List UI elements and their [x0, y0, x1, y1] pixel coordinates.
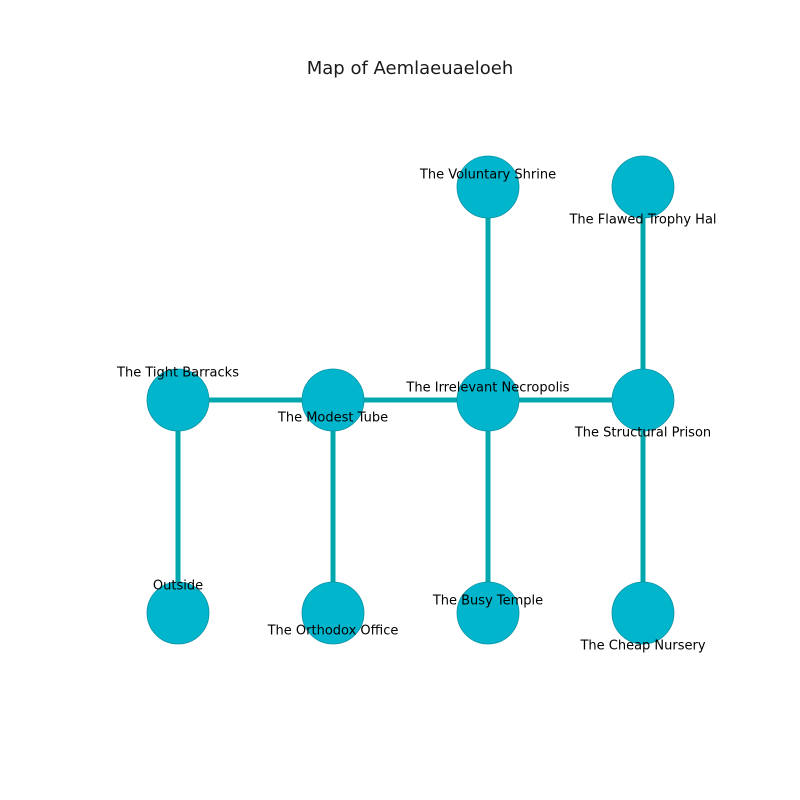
node-modest-tube: [301, 368, 365, 432]
node-label-busy-temple: The Busy Temple: [432, 594, 543, 609]
node-label-modest-tube: The Modest Tube: [277, 411, 388, 426]
node-label-outside: Outside: [153, 579, 203, 594]
node-structural-prison: [611, 368, 675, 432]
node-voluntary-shrine: [456, 155, 520, 219]
node-label-voluntary-shrine: The Voluntary Shrine: [419, 168, 556, 183]
node-label-structural-prison: The Structural Prison: [574, 426, 711, 441]
node-label-cheap-nursery: The Cheap Nursery: [579, 639, 705, 654]
node-label-irrelevant-necropolis: The Irrelevant Necropolis: [405, 381, 569, 396]
node-label-tight-barracks: The Tight Barracks: [116, 366, 239, 381]
node-label-flawed-trophy-hall: The Flawed Trophy Hal: [568, 213, 716, 228]
node-flawed-trophy-hall: [611, 155, 675, 219]
node-layer: [146, 155, 675, 645]
node-irrelevant-necropolis: [456, 368, 520, 432]
edge-layer: [175, 187, 646, 613]
node-orthodox-office: [301, 581, 365, 645]
node-cheap-nursery: [611, 581, 675, 645]
node-tight-barracks: [146, 368, 210, 432]
node-outside: [146, 581, 210, 645]
node-label-orthodox-office: The Orthodox Office: [267, 624, 399, 639]
map-title: Map of Aemlaeuaeloeh: [307, 58, 514, 79]
node-busy-temple: [456, 581, 520, 645]
